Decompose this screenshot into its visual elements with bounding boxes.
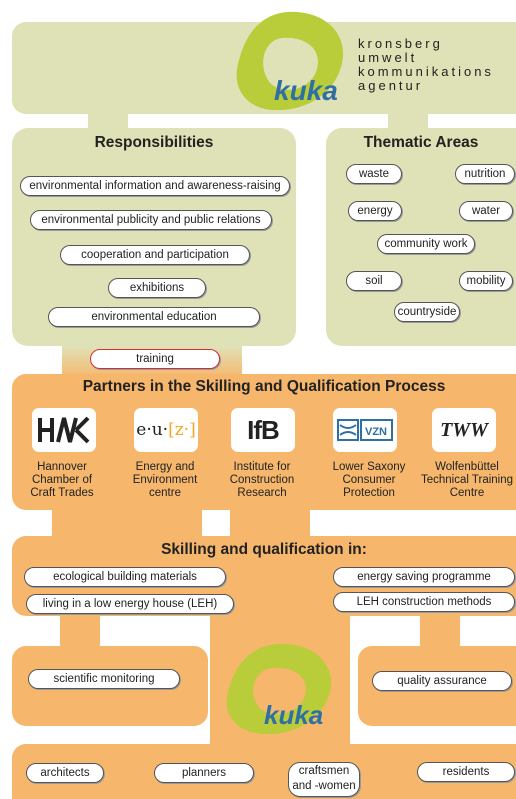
- partners-title: Partners in the Skilling and Qualificati…: [82, 378, 446, 395]
- thematic-item: water: [459, 201, 513, 221]
- audience-item: residents: [417, 762, 515, 782]
- thematic-item: soil: [346, 271, 402, 291]
- tww-logo-text: TWW: [440, 418, 488, 441]
- skilling-item: ecological building materials: [24, 567, 226, 587]
- vzn-logo-icon: VZN: [337, 419, 393, 441]
- kuka-logo: kuka: [226, 643, 332, 735]
- kuka-logo-text: kuka: [274, 75, 338, 106]
- agency-name: kronsberg umwelt kommunikations agentur: [358, 37, 494, 93]
- skilling-title: Skilling and qualification in:: [161, 541, 367, 558]
- partner-logo-ifb: IfB: [228, 405, 298, 455]
- kuka-logo-text: kuka: [264, 700, 323, 730]
- monitoring-item: scientific monitoring: [28, 669, 180, 689]
- audience-item: architects: [26, 763, 104, 783]
- ifb-logo-text: IfB: [247, 414, 280, 445]
- partners-connector-left: [52, 505, 202, 541]
- responsibility-item: cooperation and participation: [60, 245, 250, 265]
- thematic-title: Thematic Areas: [363, 134, 479, 151]
- partner-name: Wolfenbüttel Technical Training Centre: [420, 461, 514, 499]
- agency-line: kommunikations: [358, 64, 494, 79]
- thematic-item: waste: [346, 164, 402, 184]
- skilling-item: living in a low energy house (LEH): [26, 594, 234, 614]
- responsibility-item: environmental information and awareness-…: [20, 176, 290, 196]
- thematic-item: nutrition: [455, 164, 515, 184]
- partner-logo-vzn: VZN: [330, 405, 400, 455]
- partner-name: Lower Saxony Consumer Protection: [332, 461, 406, 499]
- partner-logo-euz: e·u·[z·]: [131, 405, 201, 455]
- agency-line: kronsberg: [358, 36, 443, 51]
- quality-item: quality assurance: [372, 671, 512, 691]
- partner-name: Energy and Environment centre: [132, 461, 198, 499]
- audience-item: planners: [154, 763, 254, 783]
- responsibilities-title: Responsibilities: [94, 134, 214, 151]
- responsibility-item: environmental publicity and public relat…: [30, 210, 272, 230]
- partner-logo-hwk: [29, 405, 99, 455]
- skilling-item: energy saving programme: [333, 567, 515, 587]
- hwk-logo-icon: [38, 416, 90, 444]
- responsibility-item: environmental education: [48, 307, 260, 327]
- agency-line: umwelt: [358, 50, 418, 65]
- euz-logo-text: e·u·[z·]: [136, 420, 196, 440]
- audience-item: craftsmen and -women: [288, 762, 360, 797]
- partners-connector-mid: [230, 505, 310, 541]
- kuka-logo: kuka: [236, 11, 344, 111]
- partner-logo-tww: TWW: [429, 405, 499, 455]
- thematic-item: mobility: [459, 271, 513, 291]
- skilling-connector-left: [60, 610, 100, 650]
- training-item: training: [90, 349, 220, 369]
- partner-name: Institute for Construction Research: [229, 461, 295, 499]
- skilling-item: LEH construction methods: [333, 592, 515, 612]
- thematic-item: community work: [377, 234, 475, 254]
- agency-line: agentur: [358, 78, 424, 93]
- thematic-item: energy: [348, 201, 402, 221]
- thematic-item: countryside: [394, 302, 460, 322]
- svg-text:VZN: VZN: [365, 426, 387, 438]
- responsibility-item: exhibitions: [108, 278, 206, 298]
- partner-name: Hannover Chamber of Craft Trades: [30, 461, 94, 499]
- skilling-connector-right: [420, 610, 460, 650]
